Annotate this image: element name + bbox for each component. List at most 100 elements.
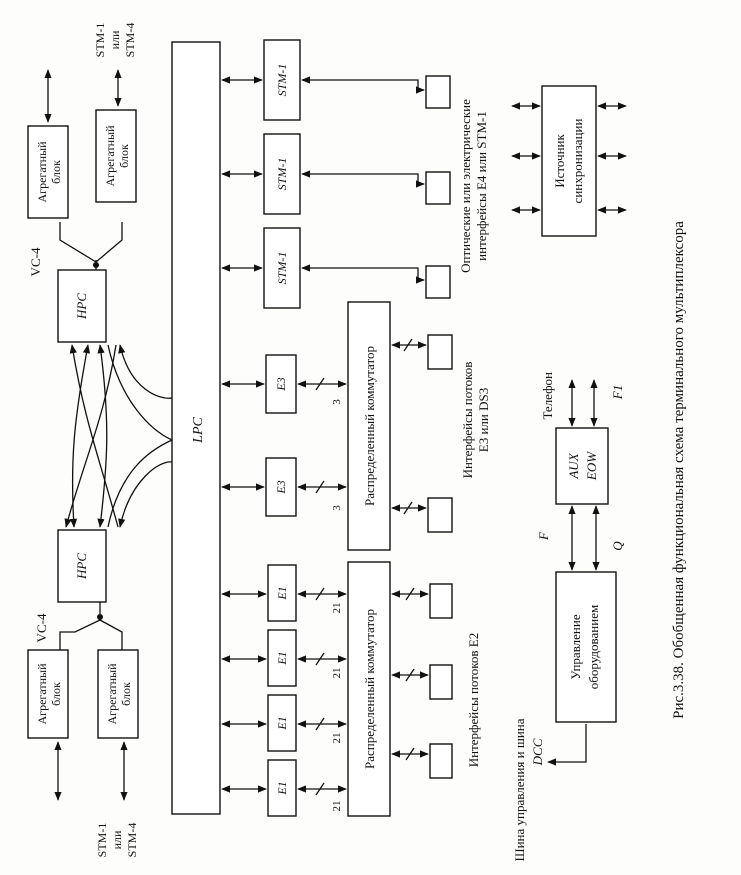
agg-t2-l2: блок <box>117 144 131 168</box>
aggregate-block-top-1 <box>27 125 69 219</box>
eow-label: EOW <box>584 451 599 481</box>
stm1-port <box>425 171 451 205</box>
hpc-left-label: HPC <box>74 553 89 580</box>
svg-text:21: 21 <box>331 733 343 744</box>
lpc-bus <box>171 41 221 815</box>
aux-label: AUX <box>566 452 581 479</box>
vc4-right-connection <box>59 222 123 270</box>
e3-interface-links <box>391 334 453 533</box>
e2-interfaces-label: Интерфейсы потоков E2 <box>466 633 481 767</box>
stm-label-top: STM-1 или STM-4 <box>93 23 137 58</box>
e3-port <box>427 334 453 370</box>
e3-port <box>427 497 453 533</box>
dcc-bus-arrow <box>547 724 587 766</box>
mgmt-line1: Управление <box>568 614 583 679</box>
aggregate-block-bottom-1 <box>27 649 69 739</box>
sync-line1: Источник <box>552 134 567 188</box>
hpc-lpc-links <box>64 344 173 528</box>
stm1-interface-links <box>301 75 451 299</box>
aux-eow-block <box>555 427 609 505</box>
mgmt-line2: оборудованием <box>586 605 601 689</box>
agg-t1-l1: Агрегатный <box>35 141 49 203</box>
svg-text:E3: E3 <box>274 377 288 391</box>
bus-line1: Шина управления и шина <box>512 718 527 861</box>
vc4-left-label: VC-4 <box>34 613 49 642</box>
svg-text:STM-1: STM-1 <box>95 823 109 858</box>
sync-arrows <box>511 102 627 214</box>
f-label: F <box>536 531 551 541</box>
aggregate-block-top-2 <box>95 109 137 203</box>
stm1-bus-arrows <box>221 76 263 272</box>
svg-text:3: 3 <box>331 505 343 511</box>
e2-port <box>429 664 453 700</box>
svg-text:21: 21 <box>331 603 343 614</box>
sync-source-block <box>541 85 597 237</box>
mgmt-eow-links <box>568 505 600 571</box>
stm1-port <box>425 75 451 109</box>
svg-text:STM-1: STM-1 <box>93 23 107 58</box>
svg-text:E3: E3 <box>274 480 288 494</box>
agg-b1-l1: Агрегатный <box>35 663 49 725</box>
agg-b1-l2: блок <box>49 682 63 706</box>
q-label: Q <box>610 541 625 551</box>
svg-text:3: 3 <box>331 399 343 405</box>
e1-switch-links: 21 21 21 21 <box>297 587 347 812</box>
svg-text:E1: E1 <box>275 651 289 665</box>
svg-text:E1: E1 <box>275 586 289 600</box>
e1-blocks: E1 E1 E1 E1 <box>267 564 297 817</box>
e3-block <box>265 354 297 414</box>
hpc-block-right <box>57 269 107 343</box>
e1-block <box>267 694 297 752</box>
svg-text:STM-4: STM-4 <box>125 823 139 858</box>
agg-b2-l1: Агрегатный <box>105 663 119 725</box>
equipment-management-block <box>555 571 617 723</box>
figure-caption: Рис.3.38. Обобщенная функциональная схем… <box>671 221 687 719</box>
optical-interfaces-line2: интерфейсы E4 или STM-1 <box>474 111 489 261</box>
e3-interfaces-line2: E3 или DS3 <box>476 388 491 452</box>
vc4-left-connection <box>59 602 123 650</box>
svg-text:E1: E1 <box>275 781 289 795</box>
telephone-label: Телефон <box>540 372 555 420</box>
f1-label: F1 <box>610 385 625 400</box>
distributed-switch-e1 <box>347 561 391 817</box>
switch-e3-label: Распределенный коммутатор <box>362 346 377 506</box>
svg-text:STM-1: STM-1 <box>275 158 289 191</box>
svg-text:21: 21 <box>331 668 343 679</box>
svg-text:E1: E1 <box>275 716 289 730</box>
stm1-block <box>263 133 301 215</box>
aggregate-block-bottom-2 <box>97 649 139 739</box>
svg-text:STM-1: STM-1 <box>275 252 289 285</box>
svg-text:STM-4: STM-4 <box>123 23 137 58</box>
sync-line2: синхронизации <box>570 119 585 204</box>
agg-t2-l1: Агрегатный <box>103 125 117 187</box>
distributed-switch-e3 <box>347 301 391 551</box>
stm1-blocks: STM-1 STM-1 STM-1 <box>263 39 301 309</box>
aux-eow-arrows <box>568 379 598 427</box>
vc4-right-label: VC-4 <box>28 247 43 276</box>
bus-line2: DCC <box>530 738 545 766</box>
svg-text:STM-1: STM-1 <box>275 64 289 97</box>
e3-block <box>265 457 297 517</box>
e3-interfaces-line1: Интерфейсы потоков <box>460 362 475 479</box>
switch-e1-label: Распределенный коммутатор <box>362 609 377 769</box>
e2-port <box>429 583 453 619</box>
agg-b2-l2: блок <box>119 682 133 706</box>
svg-text:или: или <box>110 830 124 849</box>
stm1-block <box>263 227 301 309</box>
e1-bus-arrows <box>221 590 267 793</box>
svg-text:21: 21 <box>331 801 343 812</box>
stm-label-bottom: STM-1 или STM-4 <box>95 823 139 858</box>
e1-block <box>267 629 297 687</box>
e1-block <box>267 564 297 622</box>
stm1-block <box>263 39 301 121</box>
e1-block <box>267 759 297 817</box>
lpc-label: LPC <box>191 417 206 444</box>
agg-t1-l2: блок <box>49 160 63 184</box>
optical-interfaces-line1: Оптические или электрические <box>458 99 473 273</box>
e3-bus-arrows <box>221 380 265 491</box>
e2-interface-links <box>391 583 453 779</box>
hpc-right-label: HPC <box>74 293 89 320</box>
e2-port <box>429 743 453 779</box>
